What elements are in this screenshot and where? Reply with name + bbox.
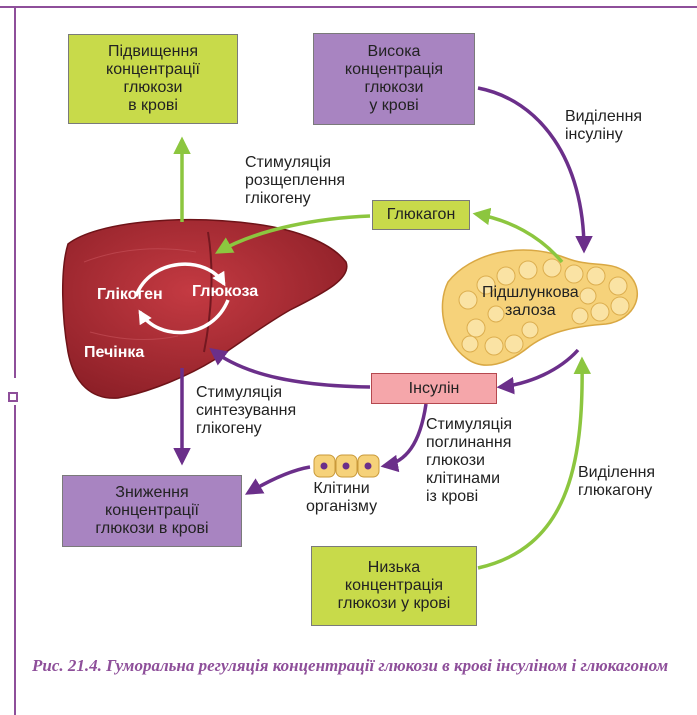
- decrease-glucose-box: Зниження концентрації глюкози в крові: [62, 475, 242, 547]
- arrow-cells-to-decrease: [244, 465, 311, 495]
- arrow-low-to-pancreas: [477, 356, 592, 570]
- cycle-arrow-lower-icon: [138, 299, 230, 335]
- insulin-release-label: Виділення інсуліну: [565, 108, 643, 143]
- high-glucose-box: Висока концентрація глюкози у крові: [313, 33, 475, 125]
- low-glucose-box: Низька концентрація глюкози у крові: [311, 546, 477, 626]
- glucose-label: Глюкоза: [192, 283, 259, 300]
- arrow-glucagon-to-liver: [214, 214, 371, 254]
- glycogen-label: Глікоген: [97, 286, 163, 303]
- liver-label: Печінка: [84, 344, 145, 361]
- arrow-insulin-to-cells: [380, 403, 428, 473]
- cycle-arrow-upper-icon: [134, 262, 226, 297]
- pancreas-illustration: [441, 249, 638, 366]
- arrow-insulin-to-liver: [209, 347, 371, 389]
- glucagon-box: Глюкагон: [372, 200, 470, 230]
- frame-left-line-lower: [14, 405, 16, 715]
- pancreas-label: Підшлункова залоза: [482, 284, 579, 319]
- cells-label: Клітини організму: [306, 480, 378, 515]
- frame-left-line: [14, 8, 16, 378]
- cells-illustration: [313, 454, 380, 478]
- liver-illustration: [61, 218, 348, 399]
- arrow-high-to-pancreas: [477, 86, 593, 254]
- frame-top-line: [0, 6, 697, 8]
- insulin-box: Інсулін: [371, 373, 497, 404]
- liver-lobe-line: [203, 231, 213, 353]
- increase-glucose-box: Підвищення концентрації глюкози в крові: [68, 34, 238, 124]
- glycogen-breakdown-label: Стимуляція розщеплення глікогену: [245, 154, 346, 207]
- arrow-pancreas-to-glucagon: [472, 207, 564, 264]
- glycogen-synthesis-label: Стимуляція синтезування глікогену: [196, 384, 297, 437]
- glucagon-release-label: Виділення глюкагону: [578, 464, 656, 499]
- figure-caption: Рис. 21.4. Гуморальна регуляція концентр…: [32, 656, 669, 675]
- arrow-pancreas-to-insulin: [496, 348, 580, 395]
- frame-marker-icon: [8, 392, 18, 402]
- glucose-uptake-label: Стимуляція поглинання глюкози клітинами …: [426, 416, 513, 505]
